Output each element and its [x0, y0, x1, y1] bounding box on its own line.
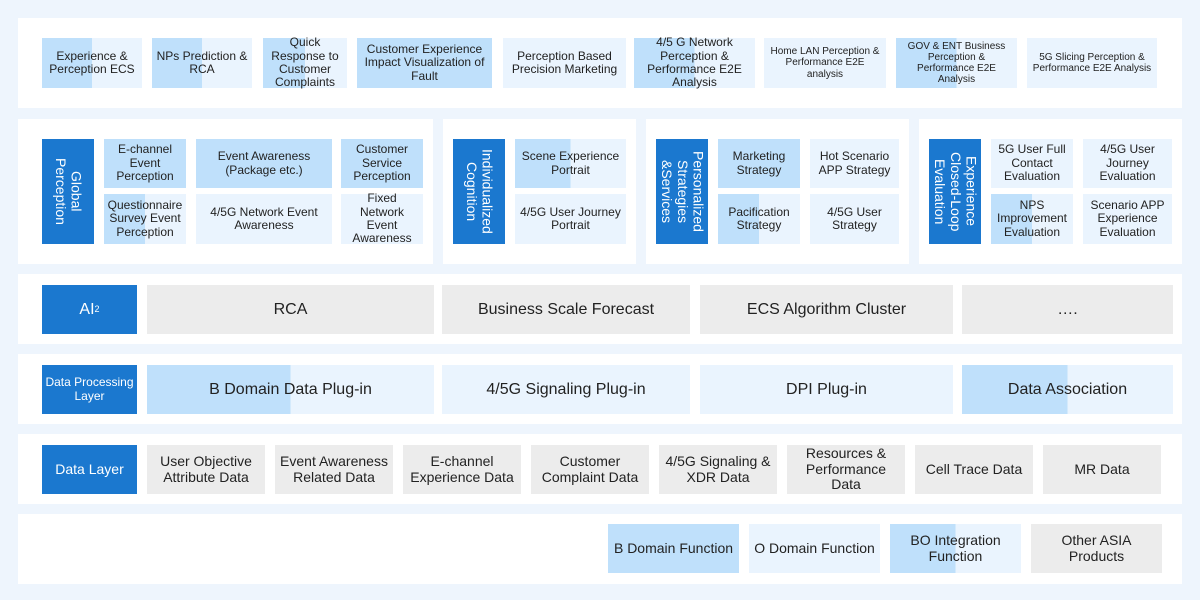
- user-journey-portrait-box: 4/5G User Journey Portrait: [515, 194, 626, 244]
- scenario-app-evaluation-box: Scenario APP Experience Evaluation: [1083, 194, 1172, 244]
- network-event-awareness-box: 4/5G Network Event Awareness: [196, 194, 332, 244]
- event-awareness-data-box: Event Awareness Related Data: [275, 445, 393, 494]
- data-layer-header: Data Layer: [42, 445, 137, 494]
- e-channel-data-box: E-channel Experience Data: [403, 445, 521, 494]
- business-scale-forecast-box: Business Scale Forecast: [442, 285, 690, 334]
- marketing-strategy-box: Marketing Strategy: [718, 139, 800, 188]
- individualized-cognition-header: Individualized Cognition: [453, 139, 505, 244]
- dpi-plugin-box: DPI Plug-in: [700, 365, 953, 414]
- fixed-network-event-box: Fixed Network Event Awareness: [341, 191, 423, 245]
- questionnaire-survey-box: Questionnaire Survey Event Perception: [104, 194, 186, 244]
- bo-integration-function-box: BO Integration Function: [890, 524, 1021, 573]
- o-domain-function-box: O Domain Function: [749, 524, 880, 573]
- e-channel-event-perception-box: E-channel Event Perception: [104, 139, 186, 188]
- nps-improvement-evaluation-box: NPS Improvement Evaluation: [991, 194, 1073, 244]
- data-association-box: Data Association: [962, 365, 1173, 414]
- nps-prediction-rca-box: NPs Prediction & RCA: [152, 38, 252, 88]
- b-domain-plugin-box: B Domain Data Plug-in: [147, 365, 434, 414]
- personalized-strategies-header: Personalized Strategies &Services: [656, 139, 708, 244]
- other-asia-products-box: Other ASIA Products: [1031, 524, 1162, 573]
- complaint-data-box: Customer Complaint Data: [531, 445, 649, 494]
- b-domain-function-box: B Domain Function: [608, 524, 739, 573]
- signaling-xdr-data-box: 4/5G Signaling & XDR Data: [659, 445, 777, 494]
- gov-ent-box: GOV & ENT Business Perception & Performa…: [896, 38, 1017, 88]
- data-processing-header: Data Processing Layer: [42, 365, 137, 414]
- experience-perception-ecs-box: Experience & Perception ECS: [42, 38, 142, 88]
- user-objective-data-box: User Objective Attribute Data: [147, 445, 265, 494]
- global-perception-header: Global Perception: [42, 139, 94, 244]
- quick-response-box: Quick Response to Customer Complaints: [263, 35, 347, 89]
- ai-header-superscript: 2: [94, 304, 100, 315]
- full-contact-evaluation-box: 5G User Full Contact Evaluation: [991, 139, 1073, 188]
- network-e2e-analysis-box: 4/5 G Network Perception & Performance E…: [634, 35, 755, 89]
- hot-scenario-app-strategy-box: Hot Scenario APP Strategy: [810, 139, 899, 188]
- rca-box: RCA: [147, 285, 434, 334]
- event-awareness-package-box: Event Awareness (Package etc.): [196, 139, 332, 188]
- user-journey-evaluation-box: 4/5G User Journey Evaluation: [1083, 139, 1172, 188]
- ecs-algorithm-cluster-box: ECS Algorithm Cluster: [700, 285, 953, 334]
- ai-header-label: AI: [79, 300, 95, 318]
- 5g-slicing-box: 5G Slicing Perception & Performance E2E …: [1027, 38, 1157, 88]
- mr-data-box: MR Data: [1043, 445, 1161, 494]
- signaling-plugin-box: 4/5G Signaling Plug-in: [442, 365, 690, 414]
- customer-service-perception-box: Customer Service Perception: [341, 139, 423, 188]
- home-lan-box: Home LAN Perception & Performance E2E an…: [764, 38, 886, 88]
- precision-marketing-box: Perception Based Precision Marketing: [503, 38, 626, 88]
- ai-more-box: ….: [962, 285, 1173, 334]
- fault-visualization-box: Customer Experience Impact Visualization…: [357, 38, 492, 88]
- closed-loop-evaluation-header: Experience Closed-Loop Evaluation: [929, 139, 981, 244]
- cell-trace-data-box: Cell Trace Data: [915, 445, 1033, 494]
- pacification-strategy-box: Pacification Strategy: [718, 194, 800, 244]
- resources-performance-data-box: Resources & Performance Data: [787, 445, 905, 494]
- scene-experience-portrait-box: Scene Experience Portrait: [515, 139, 626, 188]
- user-strategy-box: 4/5G User Strategy: [810, 194, 899, 244]
